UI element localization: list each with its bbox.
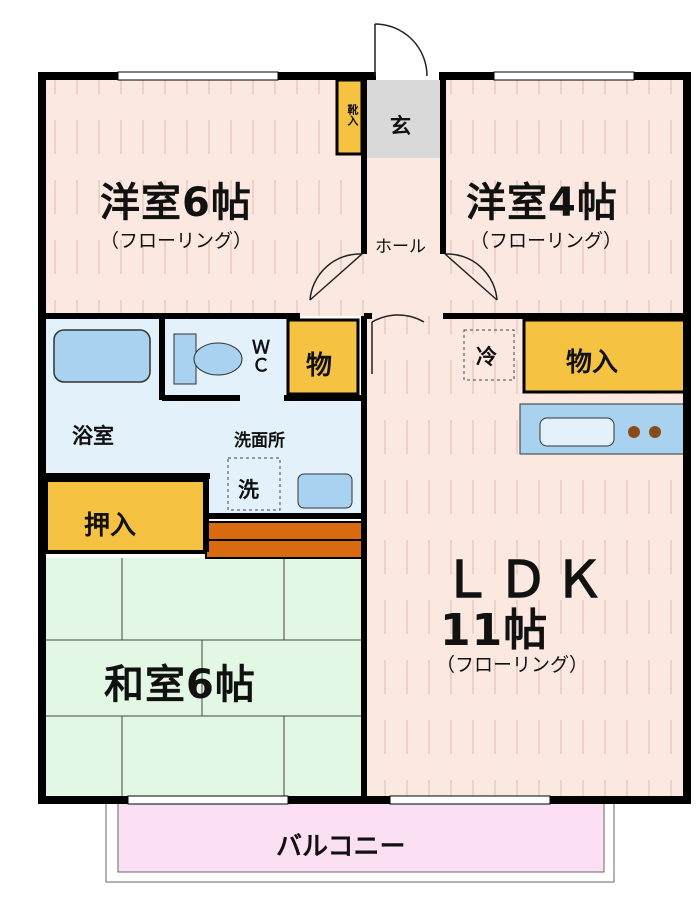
balcony-label: バルコニー (276, 832, 406, 862)
entrance-label: 玄 (390, 114, 411, 138)
entrance (364, 80, 443, 158)
storage-small (286, 318, 360, 396)
closet (44, 478, 208, 554)
ldk-size-label: 11帖 (440, 605, 549, 656)
stove-burner (649, 426, 661, 438)
storage-small-label: 物 (306, 351, 333, 381)
ldk-sub-label: （フローリング） (436, 654, 589, 676)
shoe-storage-label: 靴入 (346, 104, 359, 126)
bathroom-label: 浴室 (72, 424, 114, 448)
closet-label: 押入 (84, 511, 137, 541)
fridge-label: 冷 (476, 345, 497, 369)
kitchen-sink (539, 417, 615, 447)
wash-basin (297, 473, 353, 509)
entrance-door (374, 23, 428, 77)
stove-burner (628, 426, 640, 438)
japanese-room-label: 和室6帖 (104, 662, 256, 708)
western-room-1-label: 洋室6帖 (100, 180, 252, 226)
washroom-label: 洗面所 (234, 431, 285, 451)
room1-door (309, 253, 363, 301)
ldk-label: ＬＤＫ (442, 551, 610, 609)
washer-spot (227, 457, 281, 511)
washer-label: 洗 (238, 478, 259, 502)
western-room-1-sub: （フローリング） (100, 230, 253, 252)
bathtub (53, 329, 151, 383)
room2-door (444, 253, 498, 301)
hall-label: ホール (375, 237, 426, 257)
fridge-spot (463, 329, 515, 381)
storage-ldk-label: 物入 (566, 348, 619, 378)
storage-ldk (522, 318, 687, 394)
western-room-2-sub: （フローリング） (470, 230, 623, 252)
western-room-2-label: 洋室4帖 (466, 180, 618, 226)
toilet-label: ＷＣ (249, 338, 270, 374)
ldk-door (371, 314, 425, 374)
toilet-bowl (193, 342, 243, 376)
